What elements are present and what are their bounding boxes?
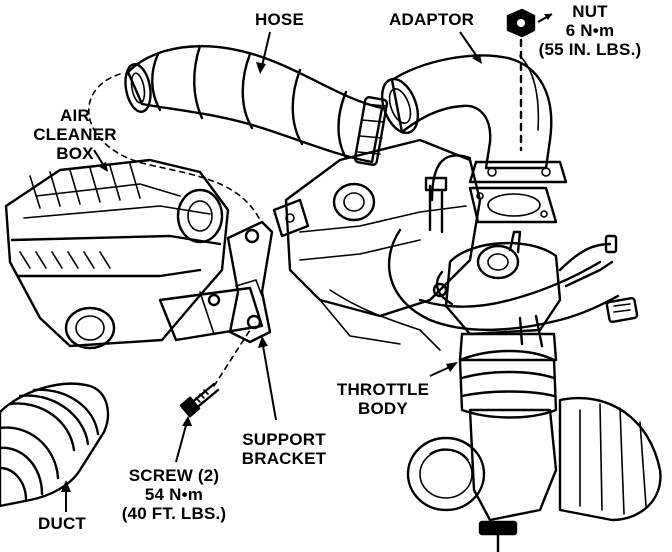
intake-housing bbox=[272, 138, 482, 318]
label-nut: NUT 6 N•m (55 IN. LBS.) bbox=[526, 2, 654, 59]
label-support-bracket-line2: BRACKET bbox=[241, 449, 327, 468]
label-leaders bbox=[93, 31, 482, 172]
label-nut-line1: NUT bbox=[572, 2, 608, 21]
label-duct: DUCT bbox=[38, 514, 87, 533]
hose bbox=[124, 44, 389, 166]
label-air-cleaner-box-line2: CLEANER bbox=[33, 125, 117, 144]
screw bbox=[175, 329, 251, 463]
label-air-cleaner-box-line1: AIR bbox=[60, 106, 90, 125]
wiring-harness bbox=[319, 154, 639, 351]
label-hose: HOSE bbox=[255, 10, 304, 29]
label-adaptor: ADAPTOR bbox=[389, 10, 475, 29]
label-throttle-body-line2: BODY bbox=[358, 399, 408, 418]
label-support-bracket: SUPPORT BRACKET bbox=[232, 430, 336, 468]
label-screw-line3: (40 FT. LBS.) bbox=[121, 504, 227, 523]
gasket bbox=[468, 186, 558, 224]
label-throttle-body: THROTTLE BODY bbox=[330, 380, 436, 418]
label-screw-line2: 54 N•m bbox=[144, 485, 204, 504]
vacuum-line bbox=[87, 73, 261, 221]
duct bbox=[0, 382, 110, 512]
label-air-cleaner-box: AIR CLEANER BOX bbox=[30, 106, 120, 163]
label-screw: SCREW (2) 54 N•m (40 FT. LBS.) bbox=[106, 466, 242, 523]
label-throttle-body-line1: THROTTLE bbox=[336, 380, 430, 399]
throttle-body bbox=[406, 230, 662, 552]
nut bbox=[506, 8, 553, 152]
label-air-cleaner-box-line3: BOX bbox=[56, 144, 94, 163]
label-nut-line3: (55 IN. LBS.) bbox=[538, 40, 642, 59]
label-screw-line1: SCREW (2) bbox=[128, 466, 220, 485]
adaptor bbox=[380, 54, 568, 184]
support-bracket bbox=[226, 220, 277, 421]
air-cleaner-box bbox=[4, 158, 264, 350]
label-nut-line2: 6 N•m bbox=[565, 21, 615, 40]
label-support-bracket-line1: SUPPORT bbox=[242, 430, 326, 449]
